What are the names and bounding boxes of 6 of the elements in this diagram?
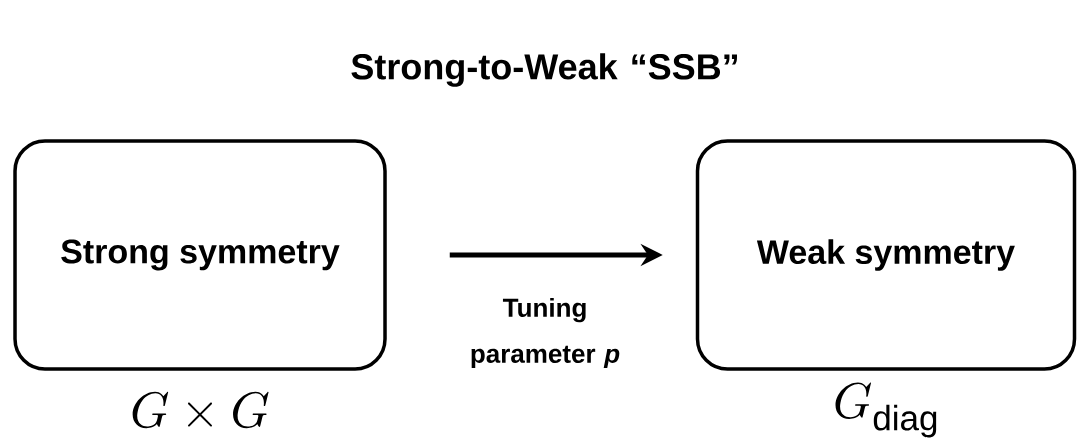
group-formula: $G \times G$ (132, 391, 269, 429)
group-formula: $G_{\mathrm{diag}}$ (835, 382, 937, 438)
title: Strong-to-Weak “SSB” (351, 53, 737, 87)
symmetry-box: Strong symmetry (13, 139, 387, 371)
edge-label: Tuning parameter p (471, 297, 620, 369)
symmetry-box: Weak symmetry (695, 139, 1077, 371)
